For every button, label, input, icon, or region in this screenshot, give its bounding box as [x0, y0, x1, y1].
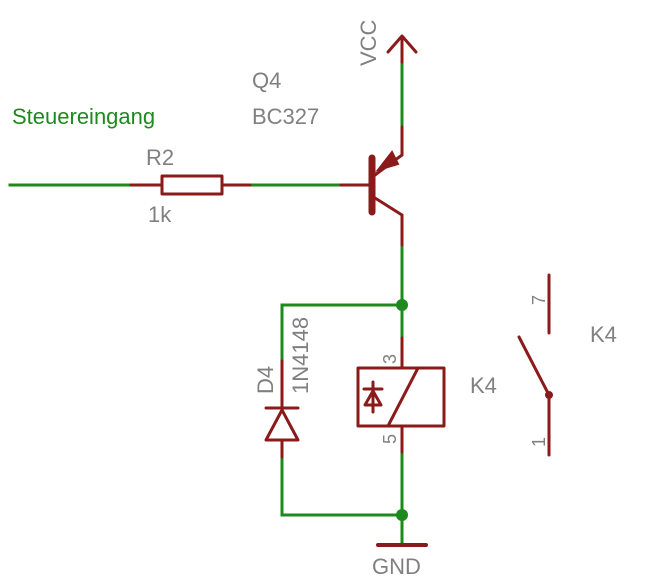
resistor-body-icon	[160, 174, 224, 196]
transistor-value-label: BC327	[252, 104, 319, 129]
input-net-label: Steuereingang	[12, 104, 155, 129]
contact-pin-bottom-label: 1	[529, 437, 549, 447]
vcc-symbol: VCC	[356, 19, 418, 66]
diode-name-label: D4	[253, 366, 278, 394]
resistor-r2: R2 1k	[129, 145, 252, 227]
diode-d4: D4 1N4148	[253, 317, 313, 459]
diode-value-label: 1N4148	[288, 317, 313, 394]
contact-name-label: K4	[590, 322, 617, 347]
junction-dot-top	[396, 299, 408, 311]
coil-pin-top-label: 3	[380, 354, 400, 364]
wires	[8, 58, 408, 547]
transistor-collector-line	[373, 196, 404, 217]
coil-name-label: K4	[470, 373, 497, 398]
transistor-name-label: Q4	[252, 68, 281, 93]
coil-pin-bottom-label: 5	[380, 434, 400, 444]
gnd-label: GND	[372, 554, 421, 579]
resistor-value-label: 1k	[148, 202, 172, 227]
diode-triangle-icon	[264, 408, 300, 442]
coil-diagonal	[386, 366, 420, 428]
relay-contact-k4: 7 1 K4	[517, 273, 617, 457]
contact-pin-top-label: 7	[529, 295, 549, 305]
vcc-arrow-icon	[386, 34, 418, 54]
vcc-label: VCC	[356, 19, 381, 66]
resistor-name-label: R2	[146, 145, 174, 170]
gnd-symbol: GND	[372, 543, 428, 579]
transistor-q4: Q4 BC327	[252, 68, 404, 247]
junction-dot-bottom	[396, 509, 408, 521]
relay-coil-k4: 3 5 K4	[356, 336, 497, 454]
transistor-emitter-arrow-icon	[375, 150, 400, 172]
contact-switch-arm-icon	[517, 335, 551, 397]
